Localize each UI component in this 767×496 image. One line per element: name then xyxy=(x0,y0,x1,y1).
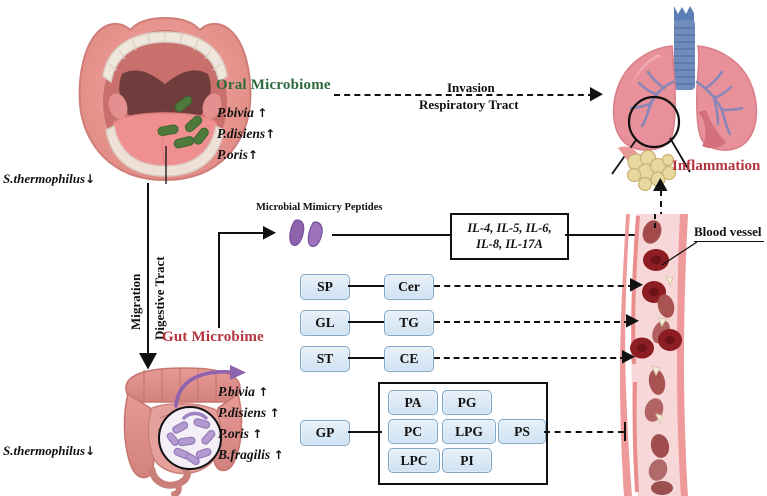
blood-vessel-label: Blood vessel xyxy=(694,224,762,239)
cytokine-box: IL-4, IL-5, IL-6, IL-8, IL-17A xyxy=(450,213,569,260)
node-pc[interactable]: PC xyxy=(388,419,438,444)
cer-to-vessel-dashed-connector xyxy=(434,285,634,287)
inflammation-arrowhead-icon xyxy=(653,178,668,191)
cytokine-line-2: IL-8, IL-17A xyxy=(476,236,543,251)
blood-vessel-leader-underline xyxy=(694,241,764,243)
up-arrow-icon: ↑ xyxy=(269,406,280,420)
gut-species-1-name: P.bivia xyxy=(218,384,255,399)
node-sp[interactable]: SP xyxy=(300,274,350,300)
gut-species-4-name: B.fragilis xyxy=(218,447,271,462)
up-arrow-icon: ↑ xyxy=(247,148,258,162)
node-cer[interactable]: Cer xyxy=(384,274,434,300)
digestive-tract-label: Digestive Tract xyxy=(152,256,167,340)
node-gl[interactable]: GL xyxy=(300,310,350,336)
gp-group-connector xyxy=(348,431,382,434)
up-arrow-icon: ↑ xyxy=(258,385,269,399)
inhibition-tbar-icon xyxy=(624,422,627,441)
gut-microbiome-title: Gut Microbime xyxy=(162,329,264,345)
gut-species-4: B.fragilis ↑ xyxy=(218,447,284,463)
cer-arrowhead-icon xyxy=(630,278,643,292)
gut-species-3-name: P.oris xyxy=(218,426,249,441)
node-ce[interactable]: CE xyxy=(384,346,434,372)
ce-arrowhead-icon xyxy=(622,350,635,364)
peptide-illustration xyxy=(289,219,323,248)
node-st[interactable]: ST xyxy=(300,346,350,372)
st-ce-connector xyxy=(348,357,384,360)
oral-species-3-name: P.oris xyxy=(217,147,248,162)
oral-species-2-name: P.disiens xyxy=(217,126,266,141)
invasion-label-line1: Invasion xyxy=(447,80,495,95)
migration-arrowhead-icon xyxy=(139,353,157,370)
peptides-to-cytokines-connector xyxy=(332,234,450,237)
migration-arrow-shaft xyxy=(147,183,150,359)
up-arrow-icon: ↑ xyxy=(265,127,276,141)
down-arrow-icon: ↓ xyxy=(85,172,96,186)
up-arrow-icon: ↑ xyxy=(257,106,268,120)
node-tg[interactable]: TG xyxy=(384,310,434,336)
intestine-illustration xyxy=(123,367,243,496)
gut-species-1: P.bivia ↑ xyxy=(218,384,268,400)
invasion-label-line2: Respiratory Tract xyxy=(419,97,519,112)
inflammation-label: Inflammation xyxy=(672,158,761,174)
cytokine-line-1: IL-4, IL-5, IL-6, xyxy=(467,220,552,235)
invasion-arrowhead-icon xyxy=(590,87,603,102)
blood-vessel-leader-line xyxy=(661,241,698,266)
tg-to-vessel-dashed-connector xyxy=(434,321,630,323)
cytokines-to-vessel-connector xyxy=(565,234,642,237)
lungs-illustration xyxy=(611,6,758,175)
oral-species-2: P.disiens↑ xyxy=(217,126,275,142)
microbial-mimicry-peptides-label: Microbial Mimicry Peptides xyxy=(256,202,383,213)
tg-arrowhead-icon xyxy=(626,314,639,328)
node-pg[interactable]: PG xyxy=(442,390,492,415)
gl-tg-connector xyxy=(348,321,384,324)
ps-to-vessel-dashed-connector xyxy=(544,431,624,433)
oral-microbiome-title: Oral Microbiome xyxy=(216,77,331,93)
oral-cavity-illustration xyxy=(78,16,252,184)
down-arrow-icon: ↓ xyxy=(85,444,96,458)
glycerophospholipid-group-box xyxy=(378,382,548,485)
node-pi[interactable]: PI xyxy=(442,448,492,473)
up-arrow-icon: ↑ xyxy=(252,427,263,441)
gut-decreased-species: S.thermophilus↓ xyxy=(3,443,95,459)
gut-species-2: P.disiens ↑ xyxy=(218,405,280,421)
node-pa[interactable]: PA xyxy=(388,390,438,415)
node-gp[interactable]: GP xyxy=(300,420,350,446)
blood-vessel-illustration xyxy=(620,214,688,496)
gut-species-pointer-arrow xyxy=(174,365,246,408)
oral-species-1-name: P.bivia xyxy=(217,105,254,120)
peptide-arrowhead-icon xyxy=(263,226,276,240)
gut-branch-trunk xyxy=(218,232,221,328)
invasion-dashed-connector xyxy=(334,94,594,96)
node-lpc[interactable]: LPC xyxy=(388,448,440,473)
sp-cer-connector xyxy=(348,285,384,288)
oral-species-1: P.bivia ↑ xyxy=(217,105,267,121)
node-ps[interactable]: PS xyxy=(498,419,546,444)
gut-species-3: P.oris ↑ xyxy=(218,426,262,442)
oral-decreased-species: S.thermophilus↓ xyxy=(3,171,95,187)
ce-to-vessel-dashed-connector xyxy=(434,357,626,359)
oral-decreased-species-name: S.thermophilus xyxy=(3,171,86,186)
gut-decreased-species-name: S.thermophilus xyxy=(3,443,86,458)
oral-species-3: P.oris↑ xyxy=(217,147,258,163)
up-arrow-icon: ↑ xyxy=(273,448,284,462)
gut-branch-to-peptides xyxy=(218,232,266,235)
node-lpg[interactable]: LPG xyxy=(442,419,496,444)
migration-label: Migration xyxy=(128,273,143,330)
gut-species-2-name: P.disiens xyxy=(218,405,267,420)
